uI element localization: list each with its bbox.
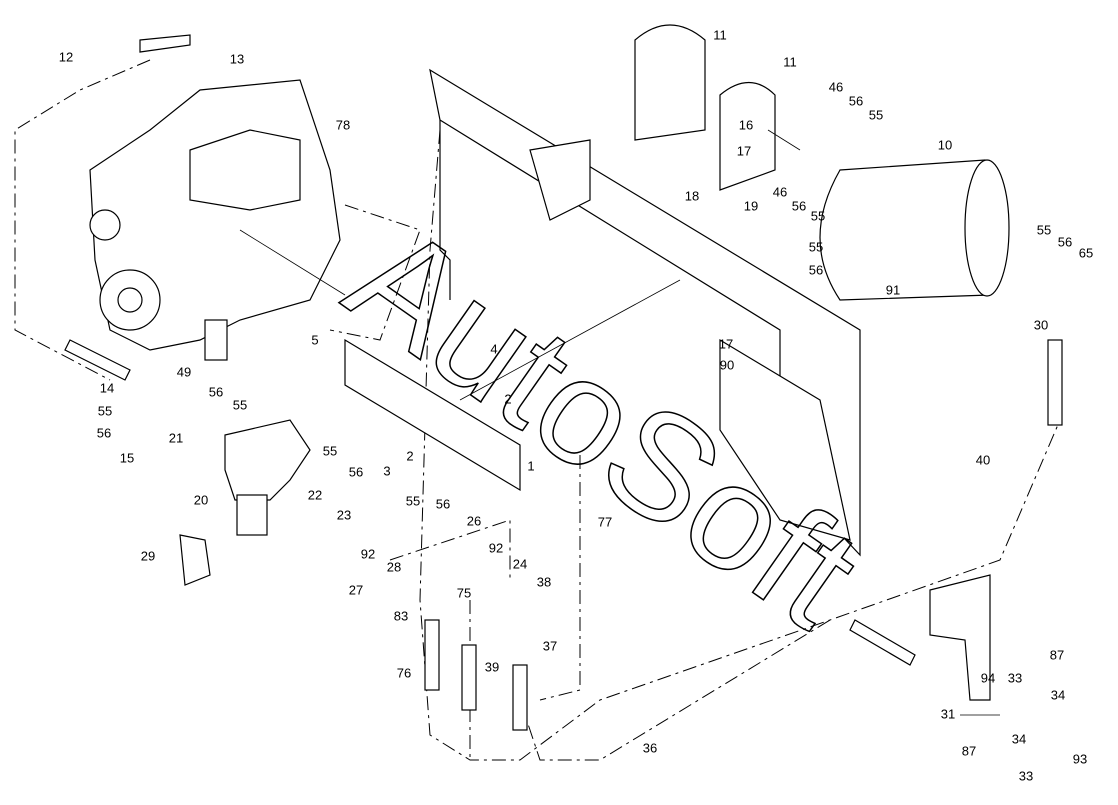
callout-label: 92 bbox=[489, 540, 503, 555]
callout-label: 55 bbox=[809, 239, 823, 254]
callout-label: 77 bbox=[598, 514, 612, 529]
callout-label: 38 bbox=[537, 574, 551, 589]
callout-label: 75 bbox=[457, 585, 471, 600]
callout-label: 91 bbox=[886, 282, 900, 297]
callout-label: 49 bbox=[177, 364, 191, 379]
callout-label: 93 bbox=[1073, 751, 1087, 766]
callout-label: 12 bbox=[59, 49, 73, 64]
callout-label: 4 bbox=[490, 341, 497, 356]
callout-label: 56 bbox=[809, 262, 823, 277]
callout-label: 87 bbox=[962, 743, 976, 758]
callout-label: 19 bbox=[744, 198, 758, 213]
callout-label: 30 bbox=[1034, 317, 1048, 332]
callout-label: 33 bbox=[1019, 768, 1033, 783]
air-tank bbox=[819, 159, 1010, 301]
callout-label: 83 bbox=[394, 608, 408, 623]
callout-label: 11 bbox=[713, 27, 727, 42]
callout-label: 40 bbox=[976, 452, 990, 467]
leader-lines bbox=[239, 129, 1000, 716]
callout-label: 20 bbox=[194, 492, 208, 507]
hoses bbox=[64, 34, 1063, 731]
callout-label: 34 bbox=[1012, 731, 1026, 746]
callout-label: 11 bbox=[783, 54, 797, 69]
callout-label: 17 bbox=[737, 143, 751, 158]
callout-label: 92 bbox=[361, 546, 375, 561]
mounting-brackets bbox=[634, 24, 776, 191]
callout-label: 27 bbox=[349, 582, 363, 597]
callout-label: 76 bbox=[397, 665, 411, 680]
callout-label: 21 bbox=[169, 430, 183, 445]
callout-label: 14 bbox=[100, 380, 114, 395]
callout-label: 29 bbox=[141, 548, 155, 563]
callout-label: 56 bbox=[349, 464, 363, 479]
callout-label: 56 bbox=[97, 425, 111, 440]
engine-assembly bbox=[89, 79, 341, 361]
callout-label: 56 bbox=[436, 496, 450, 511]
callout-label: 55 bbox=[406, 493, 420, 508]
callout-label: 28 bbox=[387, 559, 401, 574]
callout-label: 55 bbox=[233, 397, 247, 412]
callout-label: 39 bbox=[485, 659, 499, 674]
callout-label: 16 bbox=[739, 117, 753, 132]
callout-label: 37 bbox=[543, 638, 557, 653]
callout-label: 78 bbox=[336, 117, 350, 132]
callout-label: 33 bbox=[1008, 670, 1022, 685]
callout-label: 55 bbox=[1037, 222, 1051, 237]
callout-label: 87 bbox=[1050, 647, 1064, 662]
callout-label: 15 bbox=[120, 450, 134, 465]
callout-label: 46 bbox=[773, 184, 787, 199]
callout-label: 56 bbox=[1058, 234, 1072, 249]
callout-label: 65 bbox=[1079, 245, 1093, 260]
callout-label: 55 bbox=[323, 443, 337, 458]
callout-label: 18 bbox=[685, 188, 699, 203]
callout-label: 55 bbox=[869, 107, 883, 122]
callout-label: 22 bbox=[308, 487, 322, 502]
callout-label: 55 bbox=[98, 403, 112, 418]
callout-label: 17 bbox=[719, 336, 733, 351]
callout-label: 36 bbox=[643, 740, 657, 755]
callout-label: 5 bbox=[311, 332, 318, 347]
callout-label: 90 bbox=[720, 357, 734, 372]
mounting-plate bbox=[344, 338, 521, 492]
callout-label: 56 bbox=[792, 198, 806, 213]
callout-label: 31 bbox=[941, 706, 955, 721]
callout-label: 46 bbox=[829, 79, 843, 94]
callout-label: 1 bbox=[527, 458, 534, 473]
callout-label: 56 bbox=[209, 384, 223, 399]
callout-label: 55 bbox=[811, 208, 825, 223]
callout-label: 56 bbox=[849, 93, 863, 108]
callout-label: 3 bbox=[383, 463, 390, 478]
callout-label: 10 bbox=[938, 137, 952, 152]
filter-assembly bbox=[179, 419, 311, 586]
hose-routing-lines bbox=[14, 59, 1061, 761]
callout-label: 2 bbox=[504, 391, 511, 406]
callout-label: 26 bbox=[467, 513, 481, 528]
radiator-frame bbox=[429, 68, 861, 557]
callout-label: 23 bbox=[337, 507, 351, 522]
callout-label: 34 bbox=[1051, 687, 1065, 702]
callout-label: 2 bbox=[406, 448, 413, 463]
callout-label: 13 bbox=[230, 51, 244, 66]
callout-label: 24 bbox=[513, 556, 527, 571]
callout-label: 94 bbox=[981, 670, 995, 685]
